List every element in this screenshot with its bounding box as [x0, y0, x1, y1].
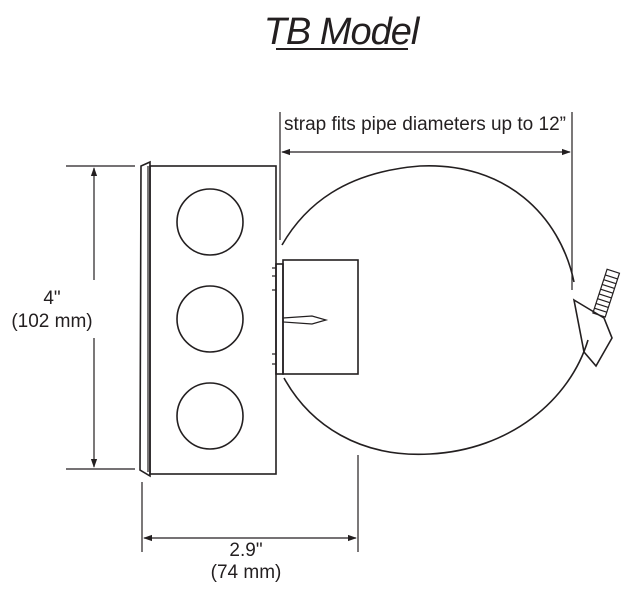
- width-mm-label: (74 mm): [211, 562, 282, 583]
- pipe-strap-circle-lower: [283, 339, 589, 456]
- mounting-bracket-plate: [275, 263, 284, 375]
- clamp-block: [282, 259, 359, 375]
- strap-clamp-housing: [572, 298, 613, 368]
- height-inches-label: 4": [43, 288, 60, 309]
- width-inches-label: 2.9": [229, 540, 262, 561]
- circle-knockout-icon: [176, 285, 244, 353]
- threaded-bolt-icon: [592, 268, 621, 318]
- enclosure-body: [149, 165, 277, 475]
- pipe-strap-circle: [281, 165, 575, 283]
- height-mm-label: (102 mm): [11, 311, 92, 332]
- circle-knockout-icon: [176, 188, 244, 256]
- circle-knockout-icon: [176, 382, 244, 450]
- probe-pin: [282, 315, 329, 325]
- strap-diameter-label: strap fits pipe diameters up to 12”: [284, 114, 566, 135]
- diagram-title: TB Model: [264, 11, 421, 53]
